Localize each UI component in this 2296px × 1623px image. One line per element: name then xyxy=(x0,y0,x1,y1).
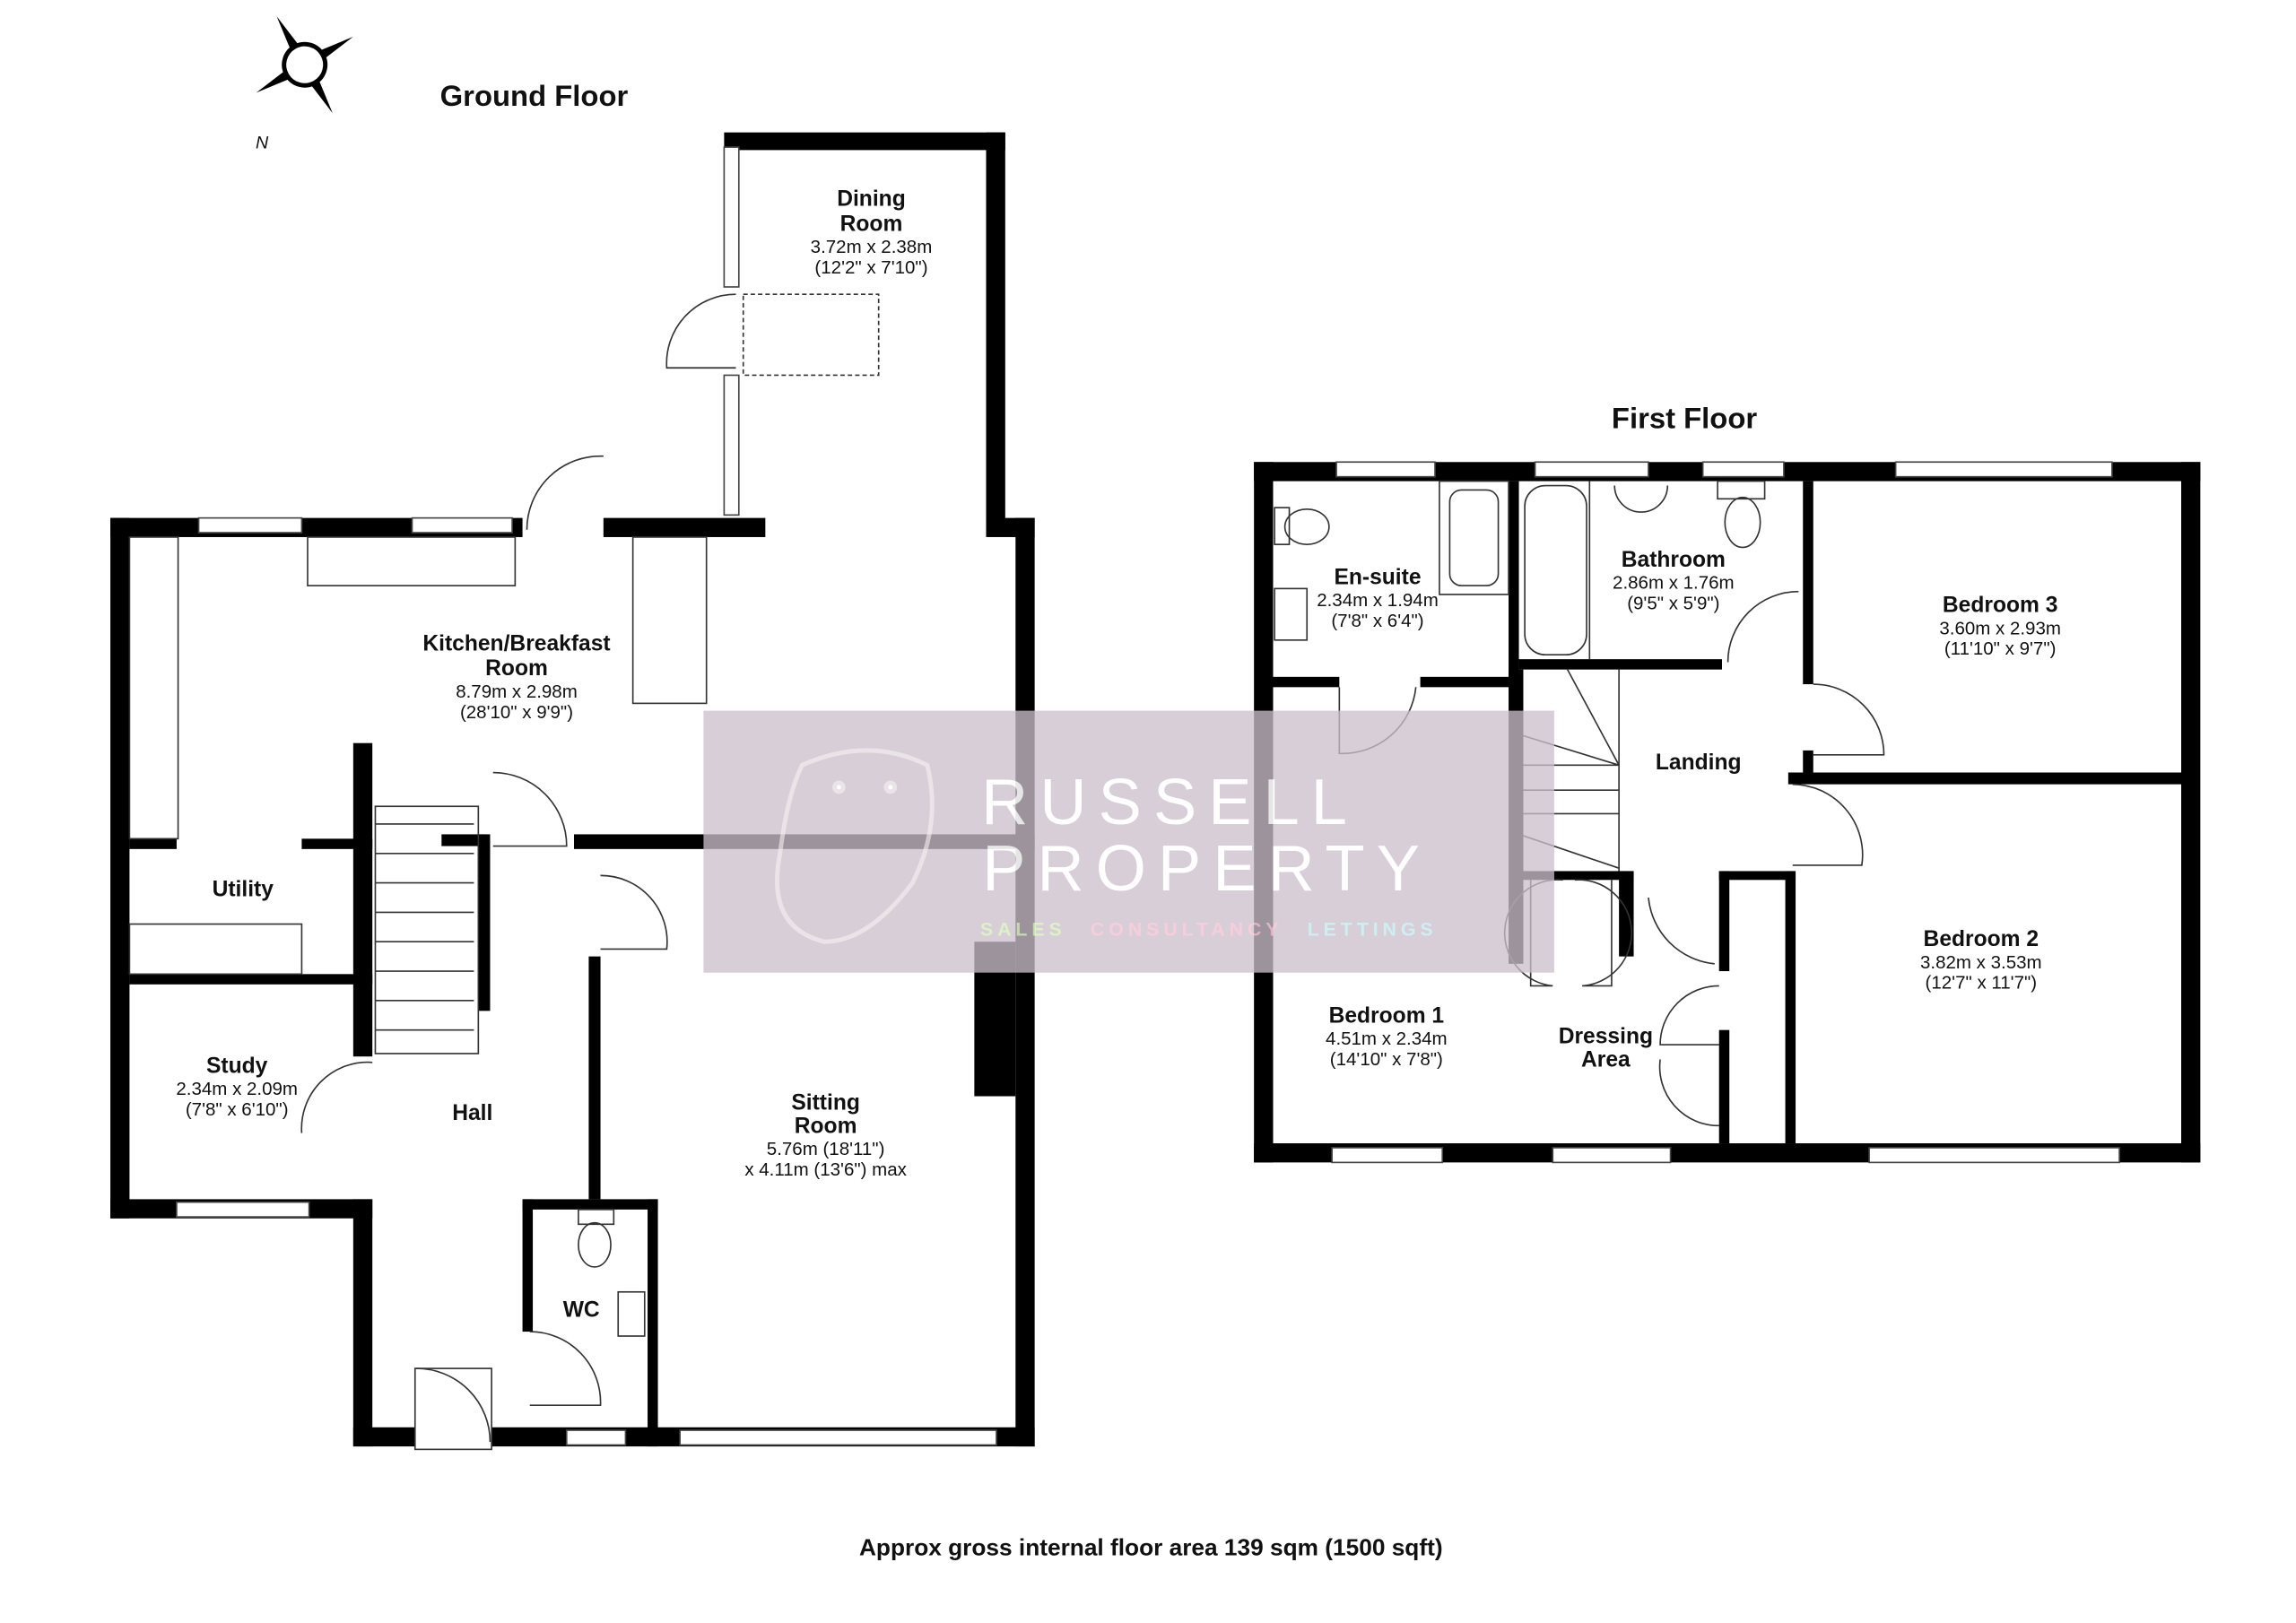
room-utility: Utility xyxy=(213,877,274,901)
svg-text:x 4.11m (13'6") max: x 4.11m (13'6") max xyxy=(744,1159,907,1180)
watermark-tag-sales: SALES xyxy=(980,919,1066,941)
svg-text:(7'8" x 6'4"): (7'8" x 6'4") xyxy=(1331,611,1423,631)
owl-logo-icon xyxy=(775,748,935,944)
svg-text:(28'10" x 9'9"): (28'10" x 9'9") xyxy=(460,702,573,723)
ground-floor-walls xyxy=(110,132,1035,1451)
svg-text:Sitting: Sitting xyxy=(791,1090,860,1115)
room-kitchen: Kitchen/Breakfast Room 8.79m x 2.98m (28… xyxy=(422,631,610,722)
room-bedroom2: Bedroom 2 3.82m x 3.53m (12'7" x 11'7") xyxy=(1920,927,2042,994)
svg-text:Bedroom 2: Bedroom 2 xyxy=(1924,927,2039,951)
room-bedroom1: Bedroom 1 4.51m x 2.34m (14'10" x 7'8") xyxy=(1326,1003,1448,1070)
svg-text:(7'8" x 6'10"): (7'8" x 6'10") xyxy=(186,1099,289,1120)
watermark-line2: PROPERTY xyxy=(982,833,1431,905)
room-bedroom3: Bedroom 3 3.60m x 2.93m (11'10" x 9'7") xyxy=(1939,594,2061,660)
watermark-tag-lettings: LETTINGS xyxy=(1308,919,1438,941)
svg-text:En-suite: En-suite xyxy=(1334,565,1421,589)
room-landing: Landing xyxy=(1656,751,1742,775)
room-wc: WC xyxy=(563,1298,600,1323)
room-sitting: Sitting Room 5.76m (18'11") x 4.11m (13'… xyxy=(744,1090,907,1180)
first-floor-title: First Floor xyxy=(1612,402,1757,435)
svg-text:(12'2" x 7'10"): (12'2" x 7'10") xyxy=(814,257,927,278)
svg-text:Dining: Dining xyxy=(837,187,906,212)
svg-text:Bathroom: Bathroom xyxy=(1622,548,1726,572)
svg-text:Dressing: Dressing xyxy=(1559,1024,1653,1048)
compass-rose-icon xyxy=(256,16,353,114)
svg-text:3.72m x 2.38m: 3.72m x 2.38m xyxy=(811,237,933,257)
watermark-tag-consultancy: CONSULTANCY xyxy=(1091,919,1283,941)
compass-north-label: N xyxy=(256,134,269,153)
svg-text:(12'7" x 11'7"): (12'7" x 11'7") xyxy=(1926,973,2038,994)
room-ensuite: En-suite 2.34m x 1.94m (7'8" x 6'4") xyxy=(1317,565,1439,631)
svg-text:Study: Study xyxy=(206,1054,268,1078)
watermark-tagline: SALES CONSULTANCY LETTINGS xyxy=(980,919,1438,941)
svg-text:(9'5" x 5'9"): (9'5" x 5'9") xyxy=(1627,593,1719,613)
svg-text:Kitchen/Breakfast: Kitchen/Breakfast xyxy=(422,631,610,655)
svg-text:5.76m (18'11"): 5.76m (18'11") xyxy=(767,1139,885,1159)
svg-text:8.79m x 2.98m: 8.79m x 2.98m xyxy=(456,681,578,702)
ground-floor-title: Ground Floor xyxy=(440,79,629,112)
room-study: Study 2.34m x 2.09m (7'8" x 6'10") xyxy=(176,1054,298,1120)
svg-text:2.34m x 1.94m: 2.34m x 1.94m xyxy=(1317,590,1439,611)
room-bathroom: Bathroom 2.86m x 1.76m (9'5" x 5'9") xyxy=(1613,548,1735,614)
svg-text:Room: Room xyxy=(840,213,903,237)
svg-text:Area: Area xyxy=(1581,1048,1631,1072)
room-dining: Dining Room 3.72m x 2.38m (12'2" x 7'10"… xyxy=(811,187,933,278)
svg-text:2.86m x 1.76m: 2.86m x 1.76m xyxy=(1613,572,1735,593)
watermark-line1: RUSSELL xyxy=(981,767,1359,838)
room-dressing: Dressing Area xyxy=(1559,1024,1653,1072)
floor-area-caption: Approx gross internal floor area 139 sqm… xyxy=(859,1534,1443,1561)
svg-text:2.34m x 2.09m: 2.34m x 2.09m xyxy=(176,1079,298,1099)
svg-text:Bedroom 1: Bedroom 1 xyxy=(1329,1003,1445,1028)
svg-text:3.60m x 2.93m: 3.60m x 2.93m xyxy=(1939,618,2061,638)
svg-text:Bedroom 3: Bedroom 3 xyxy=(1943,594,2058,618)
svg-text:(11'10" x 9'7"): (11'10" x 9'7") xyxy=(1944,638,2057,659)
svg-text:Room: Room xyxy=(795,1115,857,1139)
svg-text:3.82m x 3.53m: 3.82m x 3.53m xyxy=(1920,952,2042,973)
svg-text:Room: Room xyxy=(485,656,548,681)
svg-text:4.51m x 2.34m: 4.51m x 2.34m xyxy=(1326,1028,1448,1049)
russell-property-watermark: RUSSELL PROPERTY SALES CONSULTANCY LETTI… xyxy=(703,710,1554,973)
svg-text:(14'10" x 7'8"): (14'10" x 7'8") xyxy=(1330,1049,1443,1070)
room-hall: Hall xyxy=(452,1101,492,1125)
